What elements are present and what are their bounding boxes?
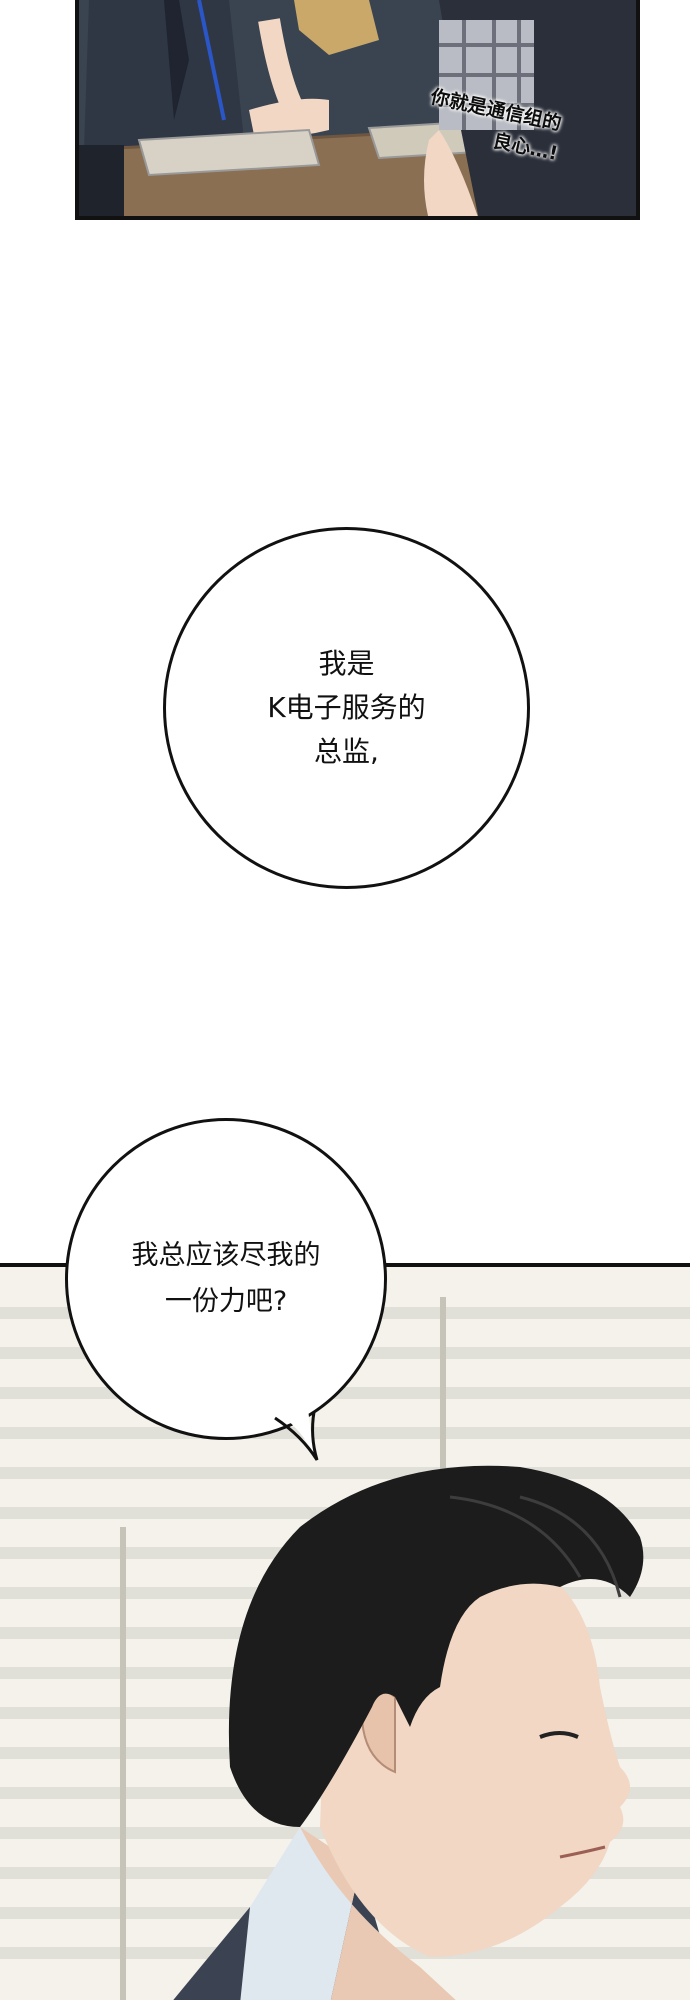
top-comic-panel: 你就是通信组的 良心…! (75, 0, 640, 220)
bubble-2-line-2: 一份力吧? (164, 1286, 288, 1317)
bubble-2-line-1: 我总应该尽我的 (131, 1240, 321, 1271)
plaid-sleeve (439, 20, 534, 130)
bubble-1-line-2: K电子服务的 (267, 691, 426, 724)
man-profile-illustration (120, 1297, 644, 2000)
speech-bubble-1: 我是 K电子服务的 总监, (163, 527, 530, 889)
bubble-1-line-3: 总监, (314, 735, 379, 768)
office-scene-illustration (79, 0, 636, 216)
bubble-2-tail (274, 1408, 319, 1461)
bubble-1-line-1: 我是 (318, 647, 375, 680)
speech-bubble-2: 我总应该尽我的 一份力吧? (65, 1118, 387, 1440)
